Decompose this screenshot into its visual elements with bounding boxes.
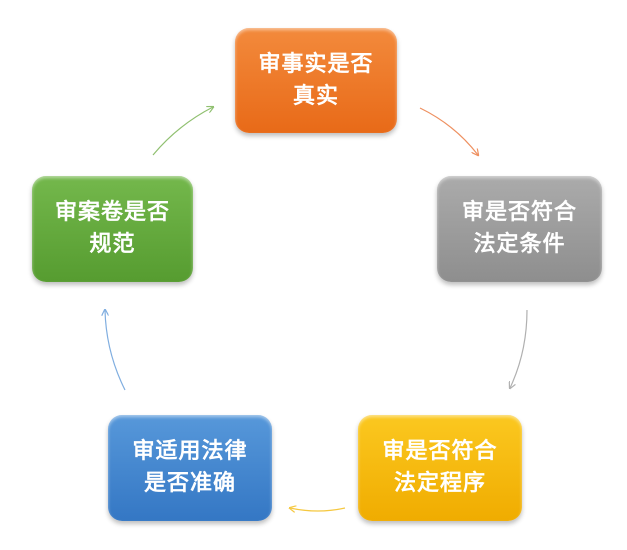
- node-text: 审事实是否: [258, 51, 374, 77]
- node-text: 审适用法律: [132, 439, 248, 464]
- node-text: 审案卷是否: [54, 200, 170, 225]
- node-text: 审是否符合: [461, 200, 577, 225]
- node-procedure: 审是否符合法定程序: [358, 415, 522, 521]
- node-facts: 审事实是否真实: [235, 28, 397, 133]
- node-text: 法定条件: [473, 232, 566, 257]
- arrow-facts-to-conditions: [419, 107, 478, 155]
- node-text: 法定程序: [393, 471, 486, 496]
- node-dossier: 审案卷是否规范: [32, 176, 193, 282]
- arrow-procedure-to-law: [290, 508, 346, 511]
- arrow-conditions-to-procedure: [510, 309, 528, 388]
- arrow-law-to-dossier: [105, 310, 126, 391]
- arrow-dossier-to-facts: [152, 107, 213, 156]
- node-text: 规范: [89, 232, 136, 257]
- node-text: 审是否符合: [382, 439, 498, 464]
- node-conditions: 审是否符合法定条件: [437, 176, 602, 282]
- node-text: 真实: [292, 83, 339, 109]
- node-law: 审适用法律是否准确: [108, 415, 272, 521]
- node-text: 是否准确: [143, 471, 236, 496]
